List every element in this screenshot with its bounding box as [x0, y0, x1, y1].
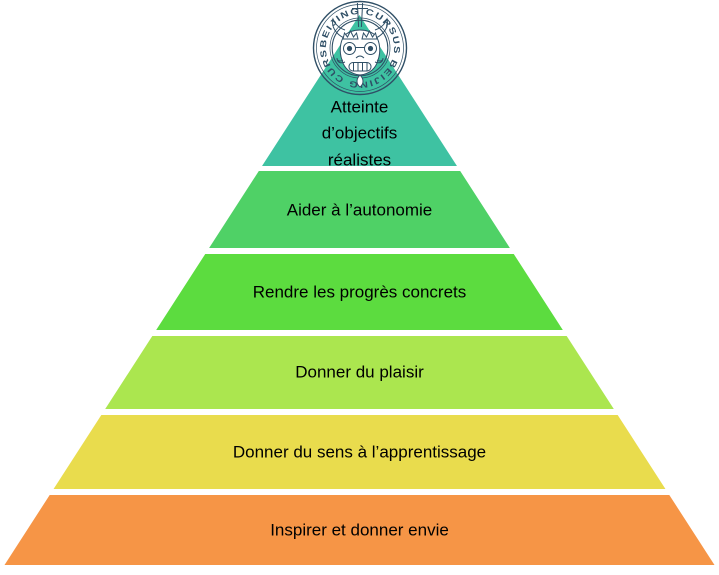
whisker-left [336, 57, 346, 64]
seal-outer-inner-circle [316, 4, 404, 92]
dragon-horn-right [374, 17, 388, 39]
dragon-face [332, 17, 388, 88]
whisker-right [374, 57, 384, 64]
beijing-cursus-seal: BEIJING CURSUS BEIJING CURSUS [308, 0, 408, 96]
pyramid-level-shape-3 [156, 254, 563, 330]
dragon-pupil-left [346, 45, 353, 52]
pyramid-level-shape-4 [105, 336, 614, 409]
dragon-snout [355, 55, 365, 59]
dragon-pupil-right [367, 45, 374, 52]
crown-right-icon [361, 29, 378, 40]
chin-tassel [356, 74, 364, 88]
pyramid-level-shape-2 [209, 171, 510, 248]
dragon-horn-left [332, 17, 346, 39]
pyramid-level-shape-6 [4, 495, 715, 565]
seal-outer-circle [312, 0, 408, 96]
pyramid-level-shape-1 [262, 15, 457, 166]
dragon-mouth [348, 62, 372, 72]
pyramid-level-shape-5 [53, 415, 666, 489]
crown-left-icon [342, 29, 359, 40]
sword-icon [352, 2, 368, 28]
